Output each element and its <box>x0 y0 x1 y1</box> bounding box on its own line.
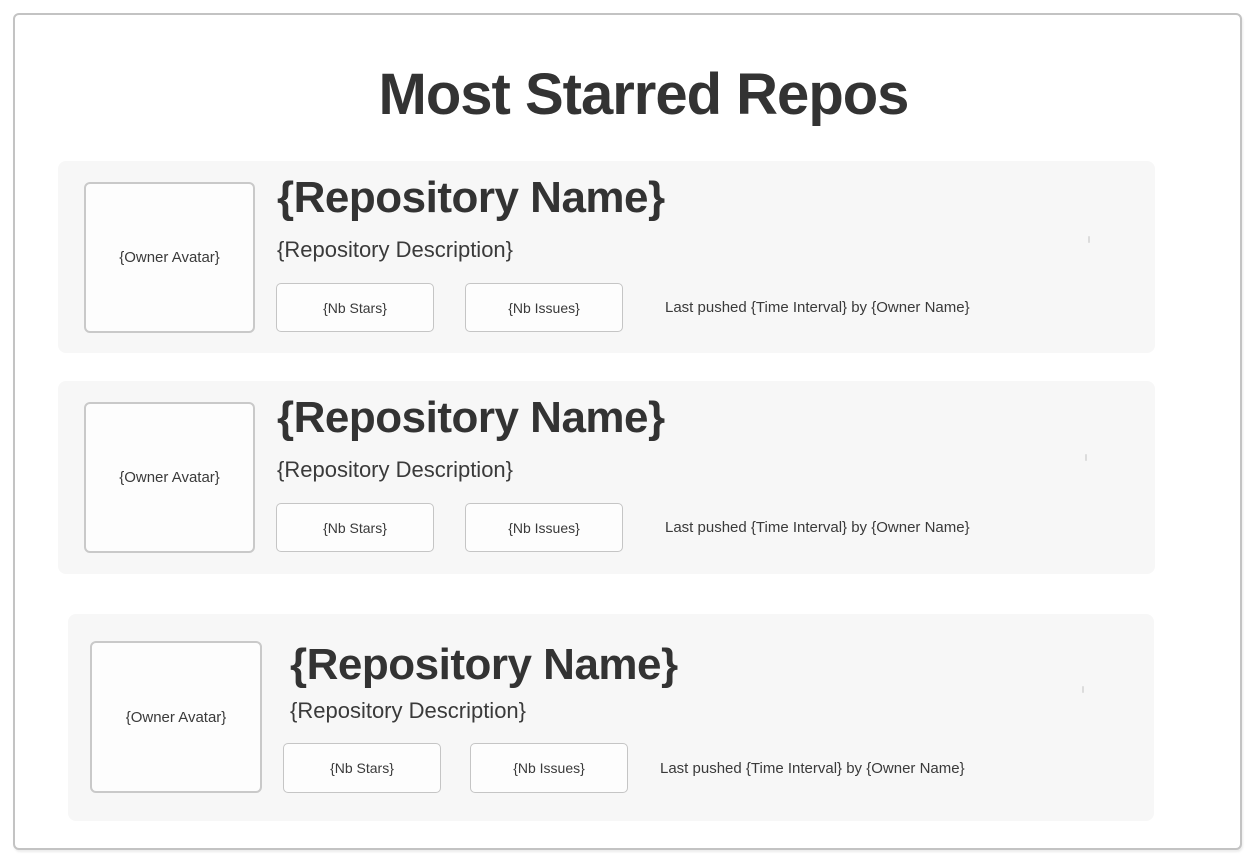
issues-badge-label: {Nb Issues} <box>513 760 585 776</box>
stars-badge[interactable]: {Nb Stars} <box>276 283 434 332</box>
stars-badge[interactable]: {Nb Stars} <box>283 743 441 793</box>
issues-badge[interactable]: {Nb Issues} <box>465 283 623 332</box>
repo-card: {Owner Avatar} {Repository Name} {Reposi… <box>58 381 1155 574</box>
faint-mark <box>1088 236 1090 243</box>
stars-badge-label: {Nb Stars} <box>323 299 387 316</box>
page-container: Most Starred Repos {Owner Avatar} {Repos… <box>13 13 1242 850</box>
owner-avatar: {Owner Avatar} <box>90 641 262 793</box>
page-title: Most Starred Repos <box>378 62 910 127</box>
repo-name[interactable]: {Repository Name} <box>277 393 665 442</box>
repo-description: {Repository Description} <box>290 698 527 723</box>
last-pushed-text: Last pushed {Time Interval} by {Owner Na… <box>665 519 970 536</box>
faint-mark <box>1085 454 1087 461</box>
repo-name[interactable]: {Repository Name} <box>277 173 665 222</box>
repo-description: {Repository Description} <box>277 237 514 262</box>
faint-mark <box>1082 686 1084 693</box>
repo-card: {Owner Avatar} {Repository Name} {Reposi… <box>68 614 1154 821</box>
owner-avatar-label: {Owner Avatar} <box>119 469 220 486</box>
stars-badge-label: {Nb Stars} <box>323 519 387 536</box>
repo-description: {Repository Description} <box>277 457 514 482</box>
issues-badge[interactable]: {Nb Issues} <box>465 503 623 552</box>
repo-name[interactable]: {Repository Name} <box>290 640 678 689</box>
owner-avatar-label: {Owner Avatar} <box>125 708 227 726</box>
stars-badge-label: {Nb Stars} <box>330 760 394 776</box>
last-pushed-text: Last pushed {Time Interval} by {Owner Na… <box>665 299 970 316</box>
stars-badge[interactable]: {Nb Stars} <box>276 503 434 552</box>
last-pushed-text: Last pushed {Time Interval} by {Owner Na… <box>660 759 965 777</box>
issues-badge[interactable]: {Nb Issues} <box>470 743 628 793</box>
issues-badge-label: {Nb Issues} <box>508 519 580 536</box>
owner-avatar: {Owner Avatar} <box>84 182 255 333</box>
repo-card: {Owner Avatar} {Repository Name} {Reposi… <box>58 161 1155 353</box>
owner-avatar-label: {Owner Avatar} <box>119 249 220 266</box>
issues-badge-label: {Nb Issues} <box>508 299 580 316</box>
owner-avatar: {Owner Avatar} <box>84 402 255 553</box>
